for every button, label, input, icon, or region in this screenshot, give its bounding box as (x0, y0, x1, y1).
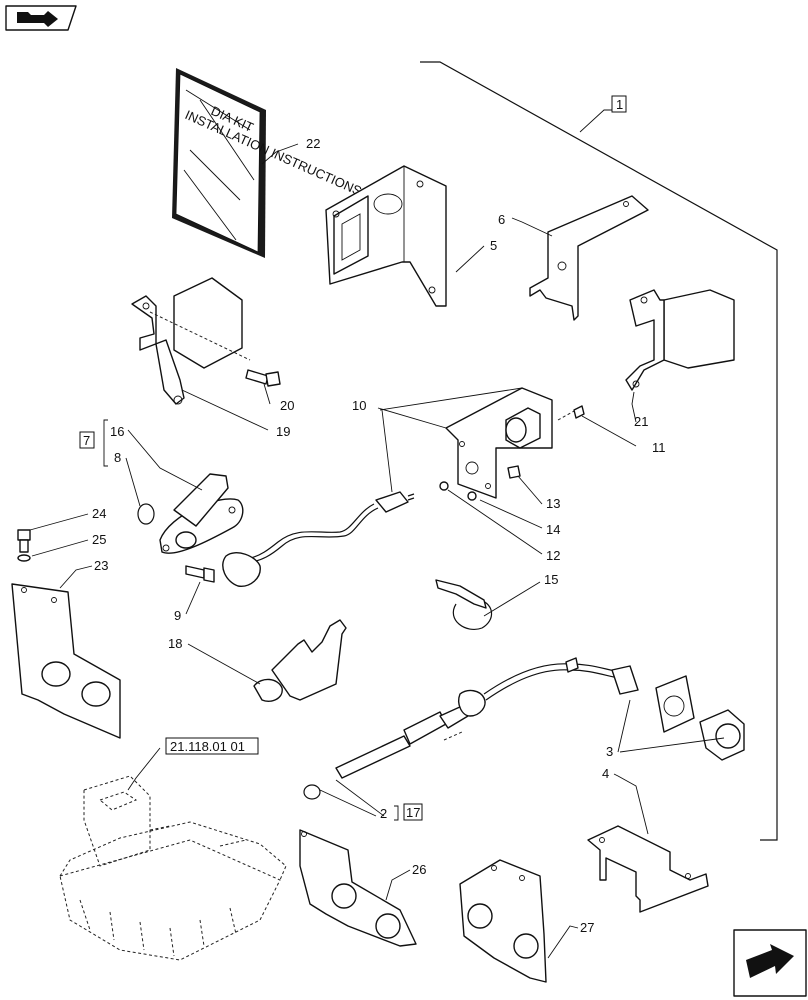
shield-plate-27 (459, 859, 547, 983)
label-10: 10 (352, 398, 366, 413)
label-3: 3 (606, 744, 613, 759)
label-9: 9 (174, 608, 181, 623)
bracket-4 (587, 825, 709, 913)
folder-tree-icon[interactable] (5, 5, 77, 31)
box-bracket-19 (131, 277, 251, 405)
label-24: 24 (92, 506, 106, 521)
shield-plate-23 (11, 583, 121, 739)
label-13: 13 (546, 496, 560, 511)
washer-12 (439, 481, 449, 491)
mounting-bracket-5 (325, 165, 447, 307)
sensor-bracket-10 (445, 387, 577, 499)
nut-14 (467, 491, 477, 501)
cable-tie-15 (435, 579, 493, 630)
label-26: 26 (412, 862, 426, 877)
group-bracket-1 (420, 61, 778, 841)
shield-plate-26 (299, 829, 417, 947)
next-page-arrow-icon[interactable] (733, 929, 807, 997)
label-17: 17 (406, 805, 420, 820)
washer-25 (17, 554, 31, 562)
bolt-20 (245, 369, 281, 387)
label-20: 20 (280, 398, 294, 413)
label-1: 1 (616, 97, 623, 112)
o-ring-sensor (303, 784, 321, 800)
label-8: 8 (114, 450, 121, 465)
label-6: 6 (498, 212, 505, 227)
label-21: 21 (634, 414, 648, 429)
label-5: 5 (490, 238, 497, 253)
label-bracket-2-17 (394, 805, 399, 821)
bracket-6 (529, 195, 649, 321)
label-18: 18 (168, 636, 182, 651)
label-11: 11 (652, 440, 666, 455)
label-box-ref (165, 737, 259, 755)
label-box-1 (611, 95, 627, 113)
label-19: 19 (276, 424, 290, 439)
label-14: 14 (546, 522, 560, 537)
label-15: 15 (544, 572, 558, 587)
connector-3 (655, 675, 745, 761)
instruction-booklet: DIA KIT INSTALLATION INSTRUCTIONS (172, 68, 364, 258)
cover-21 (625, 289, 735, 391)
oil-pan-reference (59, 775, 287, 961)
label-25: 25 (92, 532, 106, 547)
label-27: 27 (580, 920, 594, 935)
screw-11 (573, 405, 585, 419)
label-12: 12 (546, 548, 560, 563)
label-4: 4 (602, 766, 609, 781)
bolt-24 (17, 529, 31, 553)
sensor-probe-2 (335, 657, 639, 779)
bolt-9 (185, 565, 215, 583)
label-16: 16 (110, 424, 124, 439)
screw-13 (507, 465, 521, 479)
label-23: 23 (94, 558, 108, 573)
label-ref: 21.118.01 01 (170, 739, 245, 754)
label-7: 7 (83, 433, 90, 448)
label-2: 2 (380, 806, 387, 821)
sensor-cable (222, 491, 415, 587)
label-22: 22 (306, 136, 320, 151)
o-ring-8 (137, 503, 155, 525)
sensor-flange-16 (159, 473, 244, 554)
label-box-17 (403, 803, 423, 821)
leader-lines (29, 109, 725, 959)
label-box-7 (79, 431, 95, 449)
label-bracket-7-16-8 (103, 419, 108, 467)
clamp-bracket-18 (253, 619, 347, 702)
